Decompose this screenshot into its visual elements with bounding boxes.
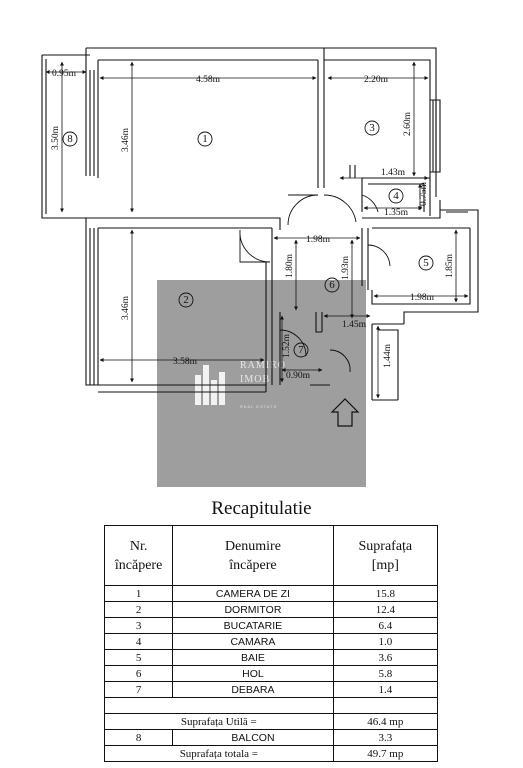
room-marker-4: 4 [388,188,404,204]
header-nr-line2: încăpere [114,557,163,573]
room-marker-2: 2 [178,292,194,308]
table-row: 6 HOL 5.8 [103,665,439,682]
row-nr: 7 [103,681,174,698]
dim-4-58: 4.58m [196,75,221,85]
total-area-value: 49.7 mp [332,745,439,762]
dim-1-80: 1.80m [285,253,295,278]
header-area-line1: Suprafața [358,538,413,554]
dim-1-45: 1.45m [342,320,367,330]
row-nr: 1 [103,585,174,602]
watermark-text-2: IMOB [240,374,270,385]
row-area: 3.6 [332,649,439,666]
door-swings [239,194,391,373]
table-row: 7 DEBARA 1.4 [103,681,439,698]
dim-1-98-bath: 1.98m [410,293,435,303]
dim-3-50: 3.50m [51,125,61,150]
useful-area-label: Suprafața Utilă = [104,713,334,730]
row-name: CAMARA [172,633,334,650]
dim-1-52: 1.52m [282,333,292,358]
dim-3-46-bottom: 3.46m [121,295,131,320]
dim-1-44: 1.44m [383,343,393,368]
table-row: 2 DORMITOR 12.4 [103,601,439,618]
header-nr-line1: Nr. [129,538,148,554]
header-nr: Nr. încăpere [103,525,174,586]
row-name: DORMITOR [172,601,334,618]
header-name-line1: Denumire [224,538,281,554]
room-marker-1: 1 [197,131,213,147]
floor-plan: RAMIRO IMOB REAL ESTATE [41,47,479,487]
room-marker-6: 6 [324,277,340,293]
room-marker-3: 3 [364,120,380,136]
row-nr: 3 [103,617,174,634]
balcony-name: BALCON [172,729,334,746]
header-name: Denumire încăpere [172,525,334,586]
room-number-2: 2 [183,294,189,306]
balcony-nr: 8 [103,729,174,746]
row-nr: 6 [103,665,174,682]
room-marker-8: 8 [62,131,78,147]
dim-1-43: 1.43m [381,168,406,178]
row-area: 1.0 [332,633,439,650]
room-marker-7: 7 [293,342,309,358]
dim-1-98-hall: 1.98m [306,235,331,245]
row-nr: 4 [103,633,174,650]
room-number-8: 8 [67,133,73,145]
row-name: BUCATARIE [172,617,334,634]
row-name: BAIE [172,649,334,666]
recap-table: Nr. încăpere Denumire încăpere Suprafața… [103,525,439,762]
entrance-arrow-icon [330,398,360,427]
room-number-6: 6 [329,279,335,291]
row-area: 12.4 [332,601,439,618]
table-row: 3 BUCATARIE 6.4 [103,617,439,634]
recap-header-row: Nr. încăpere Denumire încăpere Suprafața… [103,525,439,586]
dim-1-93: 1.93m [341,255,351,280]
balcony-area: 3.3 [332,729,439,746]
dimension-lines [45,61,469,399]
total-area-row: Suprafața totala = 49.7 mp [104,745,439,762]
dim-2-60: 2.60m [403,111,413,136]
row-name: CAMERA DE ZI [172,585,334,602]
room-markers: 1 2 3 4 5 6 7 8 [62,120,434,358]
total-area-label: Suprafața totala = [104,745,334,762]
room-marker-5: 5 [418,255,434,271]
table-row: 4 CAMARA 1.0 [103,633,439,650]
dim-1-85: 1.85m [445,253,455,278]
room-number-5: 5 [423,257,429,269]
table-row: 5 BAIE 3.6 [103,649,439,666]
header-name-line2: încăpere [229,557,277,573]
room-number-3: 3 [369,122,375,134]
dimension-labels: 0.95m 4.58m 2.20m 3.50m 3.46m 2.60m 1.43… [51,69,455,381]
watermark-text-1: RAMIRO [240,360,286,371]
table-row: 1 CAMERA DE ZI 15.8 [103,585,439,602]
header-area: Suprafața [mp] [332,525,439,586]
row-area: 5.8 [332,665,439,682]
row-area: 1.4 [332,681,439,698]
watermark-sub: REAL ESTATE [240,404,277,409]
room-number-4: 4 [393,190,399,202]
dim-3-46-top: 3.46m [121,127,131,152]
dim-0-90: 0.90m [286,371,311,381]
balcony-row: 8 BALCON 3.3 [103,729,439,746]
dim-1-35: 1.35m [384,208,409,218]
row-nr: 5 [103,649,174,666]
row-area: 15.8 [332,585,439,602]
row-name: HOL [172,665,334,682]
room-number-1: 1 [202,133,208,145]
dim-0-95: 0.95m [52,69,77,79]
useful-area-value: 46.4 mp [332,713,439,730]
room-number-7: 7 [298,344,304,356]
dim-2-20: 2.20m [364,75,389,85]
recap-title: Recapitulatie [211,498,312,519]
dim-3-58: 3.58m [173,357,198,367]
empty-row [104,697,439,714]
dim-0-75: 0.75m [419,181,429,206]
row-nr: 2 [103,601,174,618]
row-name: DEBARA [172,681,334,698]
row-area: 6.4 [332,617,439,634]
useful-area-row: Suprafața Utilă = 46.4 mp [104,713,439,730]
header-area-line2: [mp] [371,557,399,573]
